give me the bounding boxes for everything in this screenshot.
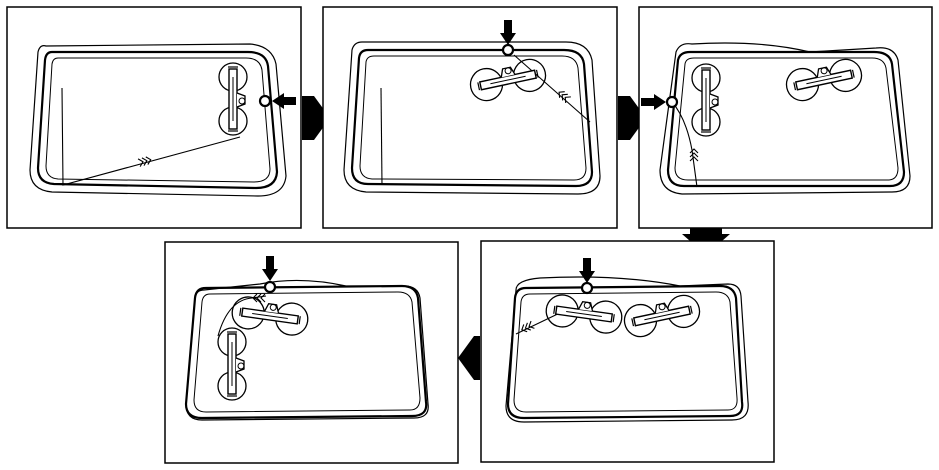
step-3-windshield-outer (659, 42, 911, 195)
step-2-cutting-wire (380, 87, 383, 186)
step-4-windshield-outer (505, 276, 749, 423)
step-4-wire-pivot (580, 281, 594, 295)
step-2-windshield-outer (343, 41, 601, 195)
step-4-panel (480, 240, 775, 463)
step-3-pointer-arrow (641, 94, 666, 110)
step-5-windshield-inner (184, 284, 428, 420)
step-1-pointer-arrow (272, 93, 296, 109)
step-1-wire-pivot (258, 94, 272, 108)
step-1-windshield-inner (36, 50, 279, 190)
step-5-wire-pivot (263, 280, 277, 294)
step-4-pointer-arrow (579, 258, 595, 283)
step-5-pointer-arrow (262, 256, 278, 281)
flow-arrow-step-1-to-2 (302, 96, 330, 140)
step-3-wire-pivot (665, 95, 679, 109)
step-1-panel (6, 6, 302, 229)
step-2-pointer-arrow (500, 20, 516, 45)
flow-arrow-step-2-to-3 (618, 96, 646, 140)
step-1-windshield-outer (29, 43, 287, 197)
step-4-windshield-inner (506, 284, 744, 420)
step-2-wire-pivot (501, 43, 515, 57)
step-2-panel (322, 6, 618, 229)
step-1-cutting-wire (61, 87, 241, 186)
step-3-panel (638, 6, 933, 229)
step-2-windshield-inner (350, 48, 594, 188)
step-5-panel (164, 241, 459, 464)
flow-arrow-step-4-to-5 (458, 336, 480, 380)
step-3-windshield-inner (666, 50, 906, 188)
